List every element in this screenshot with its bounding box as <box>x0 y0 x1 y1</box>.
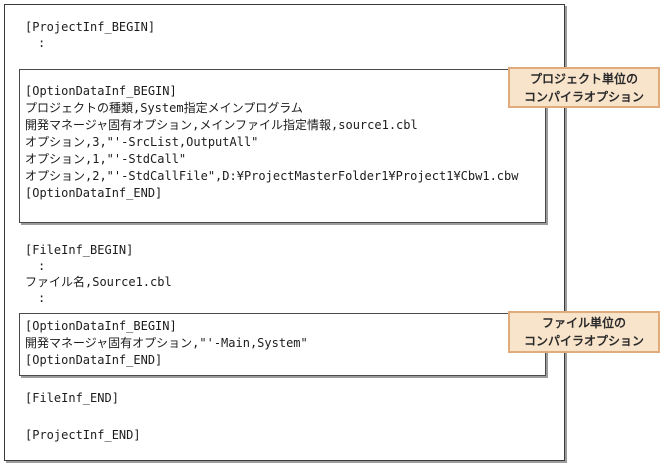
option-data-end-line: [OptionDataInf_END] <box>25 353 163 367</box>
callout-project-compiler-options: プロジェクト単位の コンパイラオプション <box>508 67 660 108</box>
project-inf-box: [ProjectInf_BEGIN] : [OptionDataInf_BEGI… <box>4 4 565 461</box>
file-begin-line: [FileInf_BEGIN] <box>25 243 134 257</box>
callout-file-compiler-options: ファイル単位の コンパイラオプション <box>508 311 660 353</box>
project-end-line: [ProjectInf_END] <box>25 428 141 442</box>
vertical-ellipsis: : <box>38 291 46 305</box>
option-data-begin-line: [OptionDataInf_BEGIN] <box>25 84 177 98</box>
option-data-end-line: [OptionDataInf_END] <box>25 186 163 200</box>
file-name-line: ファイル名,Source1.cbl <box>25 275 172 289</box>
callout-file-line2: コンパイラオプション <box>523 334 644 348</box>
project-begin-line: [ProjectInf_BEGIN] <box>25 20 156 34</box>
devmgr-mainfile-line: 開発マネージャ固有オプション,メインファイル指定情報,source1.cbl <box>25 118 418 132</box>
file-end-line: [FileInf_END] <box>25 391 119 405</box>
vertical-ellipsis: : <box>38 259 46 273</box>
file-inf-section: [FileInf_BEGIN] : ファイル名,Source1.cbl : <box>25 242 172 306</box>
project-kind-line: プロジェクトの種類,System指定メインプログラム <box>25 101 303 115</box>
vertical-ellipsis: : <box>38 36 46 50</box>
callout-file-line1: ファイル単位の <box>541 316 626 330</box>
option-3-line: オプション,3,"'-SrcList,OutputAll" <box>25 135 259 149</box>
file-option-data-box: [OptionDataInf_BEGIN] 開発マネージャ固有オプション,"'-… <box>19 313 546 376</box>
devmgr-option-line: 開発マネージャ固有オプション,"'-Main,System" <box>25 336 308 350</box>
project-option-data-box: [OptionDataInf_BEGIN] プロジェクトの種類,System指定… <box>19 69 546 223</box>
option-2-line: オプション,2,"'-StdCallFile",D:¥ProjectMaster… <box>25 169 519 183</box>
option-1-line: オプション,1,"'-StdCall" <box>25 152 187 166</box>
callout-project-line1: プロジェクト単位の <box>529 72 638 86</box>
callout-project-line2: コンパイラオプション <box>523 90 644 104</box>
option-data-begin-line: [OptionDataInf_BEGIN] <box>25 319 177 333</box>
